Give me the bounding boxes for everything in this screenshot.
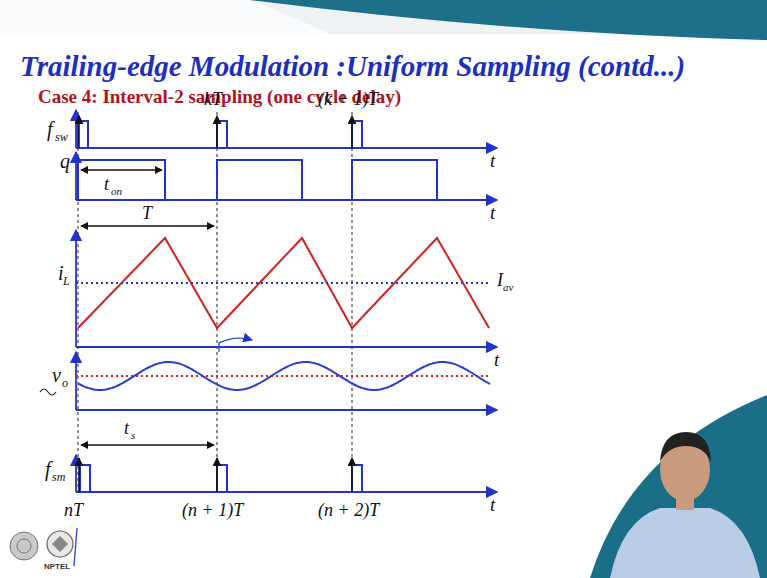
axes: [76, 110, 497, 492]
presenter-backdrop: [590, 395, 767, 578]
pen-annotation: [219, 338, 252, 352]
pen-stroke: [74, 528, 77, 566]
signal-name: i: [58, 262, 64, 285]
nptel-logo: [47, 531, 73, 557]
period-markers: [78, 112, 352, 492]
average-current: [76, 282, 490, 284]
signal-subscript: o: [62, 377, 68, 391]
average-subscript: av: [503, 281, 513, 294]
interval-label: t: [104, 174, 109, 195]
sampling-arrows: [79, 458, 352, 492]
interval-label: t: [124, 418, 129, 439]
slide-title: Trailing-edge Modulation :Uniform Sampli…: [20, 50, 685, 83]
clock-pulses: [78, 121, 362, 148]
period-arrow: [81, 225, 214, 226]
time-label: (n + 1)T: [182, 500, 243, 521]
presenter: [610, 508, 760, 578]
time-label: nT: [64, 500, 83, 521]
axis-label: t: [494, 349, 499, 371]
average-voltage: [76, 375, 490, 377]
logo-caption: NPTEL: [44, 562, 70, 571]
axis-label: t: [490, 494, 495, 516]
output-voltage: [78, 362, 490, 390]
ton-arrow: [81, 169, 162, 170]
interval-subscript: s: [131, 429, 135, 442]
signal-name: f: [47, 118, 53, 141]
ts-arrow: [81, 444, 214, 445]
time-label: kT: [204, 89, 222, 110]
sampling-pulses: [80, 465, 362, 492]
signal-name: q: [60, 150, 70, 173]
interval-label: T: [142, 203, 152, 224]
interval-subscript: on: [111, 185, 122, 198]
institute-logo: [10, 532, 38, 560]
axis-label: t: [490, 202, 495, 224]
axis-label: t: [490, 150, 495, 172]
gate-signal: [78, 160, 437, 200]
signal-subscript: sm: [52, 471, 65, 485]
signal-subscript: L: [63, 275, 70, 289]
signal-name: f: [45, 458, 51, 481]
signal-subscript: sw: [55, 131, 68, 145]
clock-arrows: [79, 116, 352, 148]
time-label: (k + 1)T: [318, 89, 378, 110]
average-label: I: [497, 270, 503, 291]
time-label: (n + 2)T: [318, 500, 379, 521]
signal-name: v: [52, 364, 61, 387]
ac-mark: [40, 389, 56, 395]
